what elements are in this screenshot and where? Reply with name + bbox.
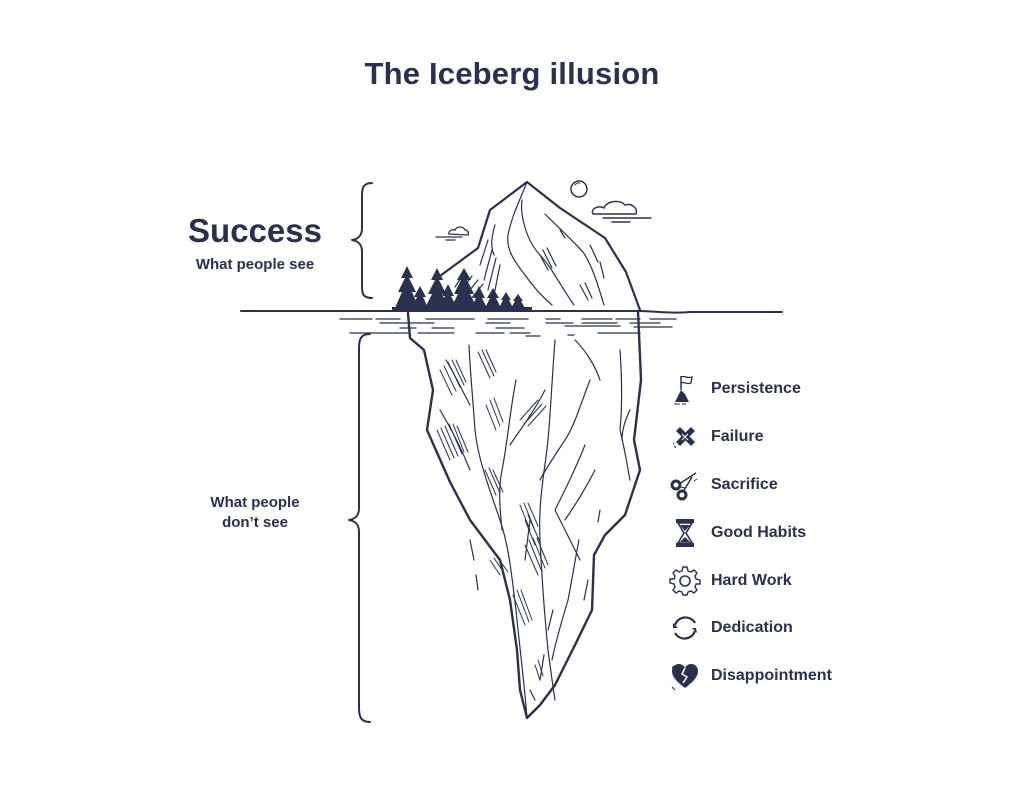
hidden-label: What people don’t see <box>190 493 320 533</box>
legend-item-hard-work: Hard Work <box>668 564 868 598</box>
sun-icon <box>570 180 588 198</box>
tree-line <box>392 266 532 312</box>
legend-item-good-habits: Good Habits <box>668 516 868 550</box>
legend-label: Sacrifice <box>711 476 778 493</box>
legend-label: Hard Work <box>711 572 792 589</box>
cloud-left-icon <box>435 226 470 241</box>
iceberg-tip-details <box>454 181 605 306</box>
legend-label: Good Habits <box>711 524 807 541</box>
hidden-label-line2: don’t see <box>222 514 288 531</box>
hourglass-icon <box>676 519 694 547</box>
cloud-right-icon <box>591 200 652 223</box>
sun-highlight <box>574 182 581 186</box>
legend-item-disappointment: Disappointment <box>668 659 868 693</box>
legend-item-failure: Failure <box>668 420 868 454</box>
upper-brace <box>351 182 373 299</box>
iceberg-hatching <box>436 349 549 681</box>
broken-heart-icon <box>671 664 698 691</box>
success-heading: Success <box>188 212 322 249</box>
flag-on-mountain-icon <box>674 375 693 405</box>
legend-item-sacrifice: Sacrifice <box>668 468 868 502</box>
legend-label: Disappointment <box>711 667 832 684</box>
iceberg-base-details <box>439 339 631 719</box>
iceberg-tip-outline <box>438 180 642 312</box>
legend-label: Dedication <box>711 619 793 636</box>
hidden-label-line1: What people <box>210 494 300 511</box>
legend-item-persistence: Persistence <box>668 372 868 406</box>
legend-label: Persistence <box>711 380 801 397</box>
scissors-icon <box>670 472 698 501</box>
water-ripples <box>339 318 677 337</box>
lower-brace <box>348 333 371 723</box>
legend-item-dedication: Dedication <box>668 611 868 645</box>
success-subheading: What people see <box>195 256 315 273</box>
cross-bandage-icon <box>672 427 695 449</box>
page-title: The Iceberg illusion <box>364 56 660 91</box>
water-line <box>240 310 783 314</box>
legend-label: Failure <box>711 428 764 445</box>
gear-icon <box>669 566 701 596</box>
iceberg-base-outline <box>406 309 643 720</box>
cycle-arrows-icon <box>673 616 697 640</box>
